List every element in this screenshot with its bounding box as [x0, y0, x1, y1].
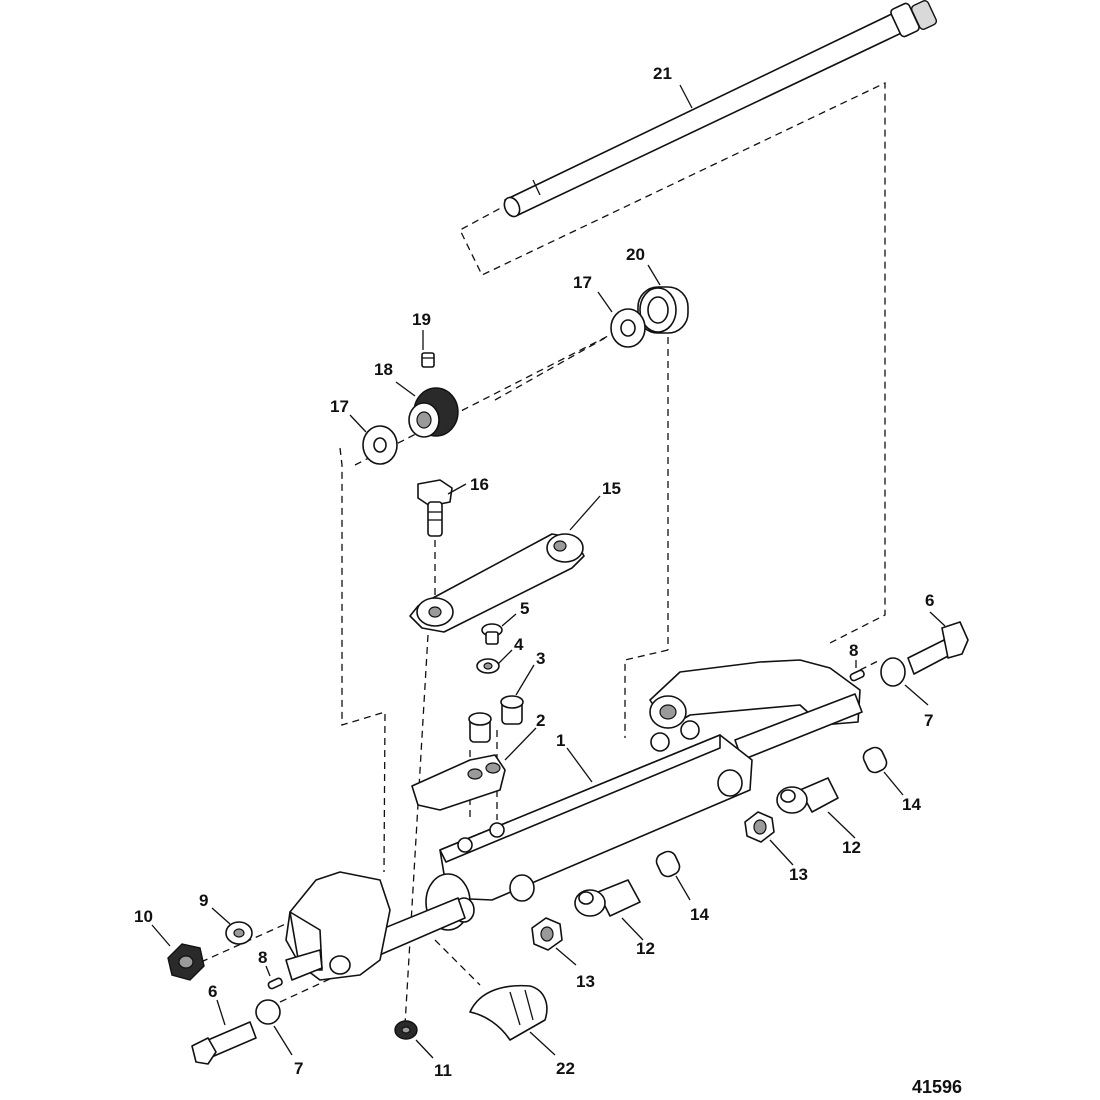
callout-9: 9: [199, 891, 208, 910]
part-14-cap-right: [862, 746, 888, 774]
part-8-pin-right: [849, 669, 865, 682]
callout-10: 10: [134, 907, 153, 926]
part-19-set-screw: [421, 352, 435, 368]
callout-15: 15: [602, 479, 621, 498]
part-12-fitting-left: [574, 879, 641, 917]
part-4-washer: [476, 658, 500, 674]
part-5-screw: [481, 623, 503, 645]
part-11-nut: [394, 1020, 418, 1040]
callout-20: 20: [626, 245, 645, 264]
callout-numbers: 21 20 17 19 18 17 16 15 5 4 3 2 1 6 8 7 …: [134, 64, 934, 1080]
callout-12-left: 12: [636, 939, 655, 958]
part-10-nut: [167, 943, 205, 981]
part-7-clip-left: [255, 999, 281, 1025]
figure-id: 41596: [912, 1077, 962, 1097]
part-21-rod: [503, 0, 938, 218]
part-22-boot: [469, 984, 548, 1041]
callout-13-left: 13: [576, 972, 595, 991]
callout-17-upper: 17: [573, 273, 592, 292]
part-6-bolt-left: [191, 1021, 257, 1065]
callout-19: 19: [412, 310, 431, 329]
part-14-cap-left: [655, 850, 681, 878]
callout-3: 3: [536, 649, 545, 668]
part-2-plate: [411, 754, 506, 811]
part-15-link-arm: [409, 533, 585, 633]
part-13-nut-right: [744, 811, 775, 843]
part-20-bushing: [637, 286, 689, 334]
assembly-dash-lines: [200, 81, 886, 1026]
callout-17-lower: 17: [330, 397, 349, 416]
callout-7-right: 7: [924, 711, 933, 730]
callout-1: 1: [556, 731, 565, 750]
part-13-nut-left: [531, 917, 563, 951]
callout-6-left: 6: [208, 982, 217, 1001]
part-12-fitting-right: [776, 777, 839, 814]
callout-12-right: 12: [842, 838, 861, 857]
callout-14-right: 14: [902, 795, 921, 814]
callout-13-right: 13: [789, 865, 808, 884]
part-9-washer: [225, 921, 253, 945]
callout-2: 2: [536, 711, 545, 730]
callout-8-left: 8: [258, 948, 267, 967]
part-6-bolt-right: [907, 621, 969, 675]
callout-11: 11: [434, 1061, 452, 1080]
callout-5: 5: [520, 599, 529, 618]
callout-4: 4: [514, 635, 524, 654]
callout-22: 22: [556, 1059, 575, 1078]
part-18-knurled-nut: [408, 387, 459, 438]
callout-6-right: 6: [925, 591, 934, 610]
callout-18: 18: [374, 360, 393, 379]
part-3-bushings: [468, 695, 524, 743]
callout-8-right: 8: [849, 641, 858, 660]
part-8-pin-left: [267, 977, 283, 990]
part-17-washer-upper: [610, 308, 646, 348]
callout-14-left: 14: [690, 905, 709, 924]
part-16-bolt: [417, 479, 453, 537]
callout-leader-lines: [151, 84, 946, 1059]
part-17-washer-lower: [362, 425, 398, 465]
callout-21: 21: [653, 64, 672, 83]
callout-7-left: 7: [294, 1059, 303, 1078]
part-1-cylinder: [285, 659, 863, 981]
part-7-clip-right: [880, 657, 906, 687]
callout-16: 16: [470, 475, 489, 494]
